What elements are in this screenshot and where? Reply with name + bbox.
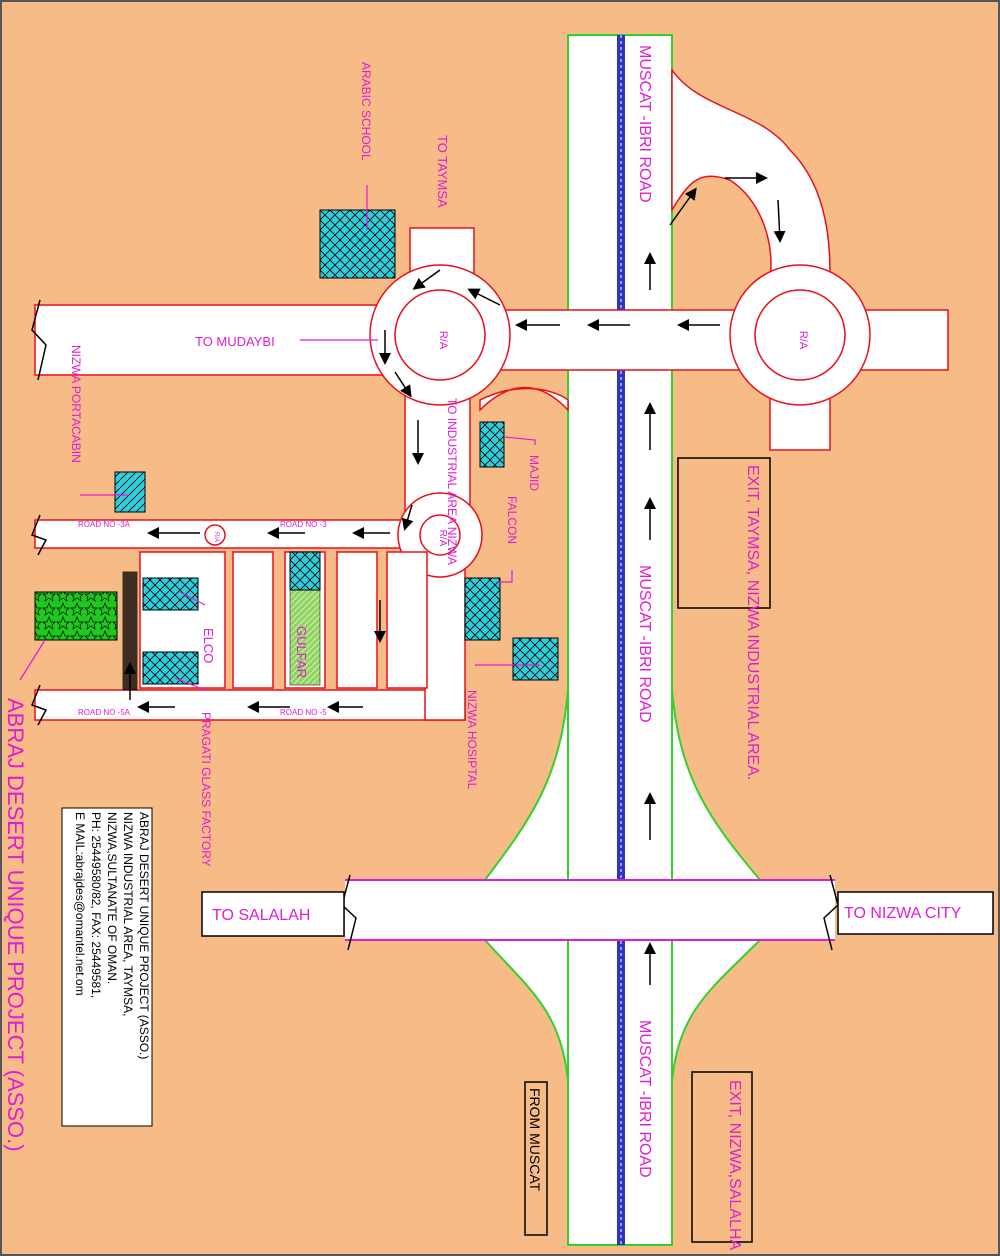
to-salalah-box: TO SALALAH [201, 891, 345, 937]
company-address-card: ABRAJ DESERT UNIQUE PROJECT (ASSO.) NIZW… [61, 807, 153, 1127]
exit-south-box: EXIT, NIZWA,SALALHA [691, 1071, 753, 1250]
portacabin-building [114, 471, 146, 513]
dest-taymsa: TO TAYMSA [435, 135, 450, 208]
roundabout-east-label: R/A [797, 331, 809, 350]
buildings [34, 209, 559, 691]
to-nizwa-city-box: TO NIZWA CITY [837, 891, 994, 935]
exit-south-label: EXIT, NIZWA,SALALHA [726, 1080, 743, 1250]
pragati-label: PRAGATI GLASS FACTORY [199, 712, 213, 867]
falcon-building [464, 577, 501, 641]
roundabout-mini-label: R/A [213, 532, 219, 542]
dest-mudaybi: TO MUDAYBI [195, 334, 275, 349]
falcon-label: FALCON [505, 496, 519, 544]
exit-north-box: EXIT, TAYMSA, NIZWA INDUSTRIAL AREA. [677, 457, 771, 780]
address-line-4: PH: 25449580/82, FAX: 25449581, [89, 812, 103, 998]
arabic-school-building [319, 209, 396, 279]
leader-lines [19, 185, 540, 691]
road-5a-label: ROAD NO -5A [78, 708, 131, 717]
roundabout-small-label: R/A [437, 530, 448, 547]
gulfar-label: GULFAR [294, 626, 309, 678]
abraj-factory [34, 591, 118, 641]
to-nizwa-city-label: TO NIZWA CITY [844, 905, 962, 922]
pragati-building [142, 651, 199, 685]
dest-industrial: TO INDUSTRIAL AREA NIZWA [445, 398, 459, 565]
road-3a-label: ROAD NO -3A [78, 520, 131, 529]
address-line-5: E MAIL:abrajdes@omantel.net.om [73, 812, 87, 996]
hospital-building [512, 637, 559, 681]
roundabouts [204, 264, 871, 578]
hospital-label: NIZWA HOSIPTAL [465, 690, 479, 790]
from-muscat-box: FROM MUSCAT [524, 1081, 548, 1236]
address-line-3: NIZWA,SULTANATE OF OMAN. [105, 812, 119, 984]
majid-label: MAJID [527, 455, 541, 491]
traffic-arrows [124, 172, 786, 985]
gulfar-building [289, 551, 321, 591]
exit-north-label: EXIT, TAYMSA, NIZWA INDUSTRIAL AREA. [744, 465, 761, 780]
elco-building [142, 577, 199, 611]
roundabout-main-label: R/A [437, 331, 449, 350]
break-marks [31, 299, 48, 726]
portacabin-label: NIZWA PORTACABIN [69, 345, 83, 463]
address-line-2: NIZWA INDUSTRIAL AREA, TAYMSA, [121, 812, 135, 1016]
highway-label-middle: MUSCAT -IBRI ROAD [636, 565, 653, 723]
highway-label-top: MUSCAT -IBRI ROAD [636, 45, 653, 203]
text-labels: MUSCAT -IBRI ROAD MUSCAT -IBRI ROAD MUSC… [3, 45, 653, 1178]
from-muscat-label: FROM MUSCAT [527, 1088, 543, 1192]
elco-label: ELCO [201, 628, 216, 663]
salalah-nizwa-road [341, 874, 839, 951]
gulfar-grass [289, 589, 321, 686]
pragati-label-text: PRAGATI GLASS FACTORY [199, 712, 213, 867]
to-salalah-label: TO SALALAH [212, 907, 310, 924]
arabic-school-label: ARABIC SCHOOL [359, 62, 373, 161]
highway-label-bottom: MUSCAT -IBRI ROAD [636, 1020, 653, 1178]
address-line-1: ABRAJ DESERT UNIQUE PROJECT (ASSO.) [137, 812, 151, 1059]
muscat-ibri-highway [567, 34, 673, 1246]
majid-building [479, 421, 505, 468]
road-5-label: ROAD NO -5 [280, 708, 327, 717]
road-3-label: ROAD NO -3 [280, 520, 327, 529]
company-title: ABRAJ DESERT UNIQUE PROJECT (ASSO.) [3, 698, 28, 1152]
